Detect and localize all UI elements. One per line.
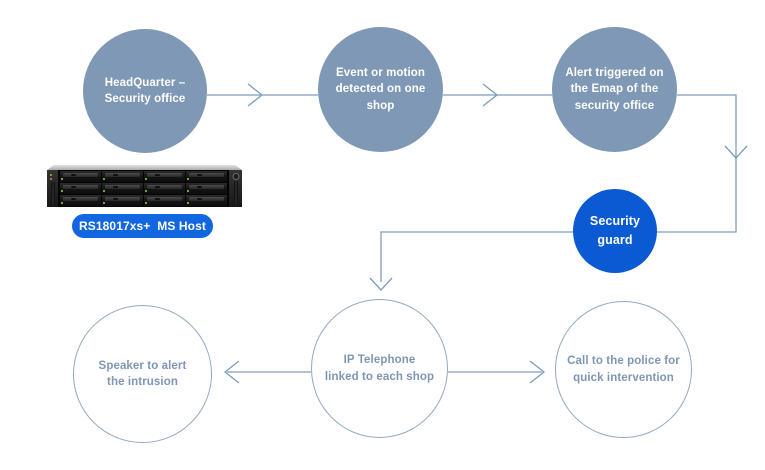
drive-bay bbox=[60, 195, 101, 206]
arrowhead-right-icon bbox=[482, 83, 499, 107]
node-speaker-alert-intrusion: Speaker to alert the intrusion bbox=[73, 305, 212, 443]
node-event-motion-detected: Event or motion detected on one shop bbox=[318, 27, 443, 152]
node-label: IP Telephone linked to each shop bbox=[324, 354, 435, 383]
arrowhead-down-icon bbox=[724, 145, 748, 159]
connector-alert-to-ip-telephone bbox=[380, 94, 737, 282]
drive-bay bbox=[144, 183, 185, 194]
drive-bay bbox=[144, 195, 185, 206]
device-model-badge: RS18017xs+ MS Host bbox=[72, 214, 213, 238]
node-label: Security guard bbox=[589, 214, 641, 247]
power-button-icon bbox=[232, 173, 239, 180]
node-label: Alert triggered on the Emap of the secur… bbox=[565, 67, 664, 112]
arrowhead-right-icon bbox=[529, 360, 546, 384]
nas-handle bbox=[233, 181, 238, 204]
device-model-label: RS18017xs+ MS Host bbox=[79, 219, 206, 233]
node-ip-telephone: IP Telephone linked to each shop bbox=[311, 299, 448, 438]
nas-drive-bays bbox=[59, 170, 228, 207]
nas-top-edge bbox=[47, 165, 242, 170]
drive-bay bbox=[102, 171, 143, 182]
node-label: Event or motion detected on one shop bbox=[335, 67, 426, 112]
arrowhead-left-icon bbox=[223, 360, 240, 384]
nas-left-ear bbox=[47, 170, 59, 207]
drive-bay bbox=[186, 183, 227, 194]
node-headquarter-security-office: HeadQuarter – Security office bbox=[83, 29, 207, 153]
drive-bay bbox=[102, 195, 143, 206]
nas-right-ear bbox=[228, 170, 242, 207]
drive-bay bbox=[144, 171, 185, 182]
node-security-guard: Security guard bbox=[573, 189, 657, 273]
node-alert-triggered-emap: Alert triggered on the Emap of the secur… bbox=[552, 27, 677, 152]
node-label: Speaker to alert the intrusion bbox=[98, 359, 187, 388]
node-label: Call to the police for quick interventio… bbox=[567, 355, 680, 384]
arrowhead-down-icon bbox=[369, 277, 393, 291]
drive-bay bbox=[60, 183, 101, 194]
nas-chassis bbox=[47, 170, 242, 207]
drive-bay bbox=[186, 171, 227, 182]
status-led-icon bbox=[50, 174, 52, 176]
arrowhead-right-icon bbox=[247, 83, 264, 107]
status-led-icon bbox=[50, 178, 52, 180]
node-call-police: Call to the police for quick interventio… bbox=[555, 301, 692, 438]
nas-handle bbox=[50, 181, 55, 204]
rackstation-nas-device bbox=[47, 165, 242, 207]
drive-bay bbox=[102, 183, 143, 194]
drive-bay bbox=[186, 195, 227, 206]
node-label: HeadQuarter – Security office bbox=[104, 76, 186, 105]
drive-bay bbox=[60, 171, 101, 182]
